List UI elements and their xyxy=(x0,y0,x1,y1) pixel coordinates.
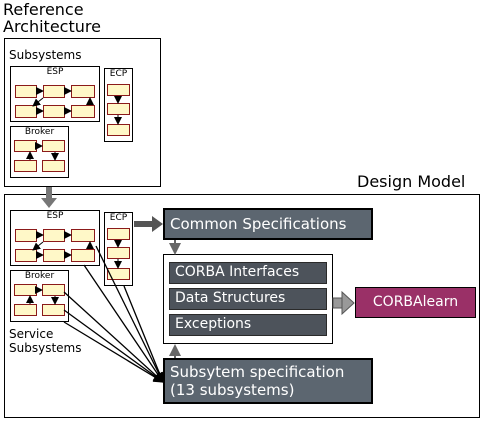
subsys-spec-line-1: Subsytem specification xyxy=(170,363,345,381)
design-ecp-module-1 xyxy=(107,228,130,240)
ref-esp-internal-arrows xyxy=(32,87,94,115)
design-esp-label: ESP xyxy=(46,211,64,221)
design-ecp-label: ECP xyxy=(109,213,128,223)
reference-architecture-title: Reference Architecture xyxy=(3,1,101,35)
service-label-line-2: Subsystems xyxy=(9,341,82,355)
ref-broker-internal-arrows xyxy=(26,142,59,161)
title-line-2: Architecture xyxy=(3,17,101,36)
subsystems-label: Subsystems xyxy=(9,48,82,62)
data-structures-box: Data Structures xyxy=(169,288,327,310)
ref-esp-label: ESP xyxy=(46,67,64,77)
corba-interfaces-box: CORBA Interfaces xyxy=(169,262,327,284)
corbalearn-box: CORBAlearn xyxy=(355,287,476,318)
to-subsystem-spec-arrows xyxy=(63,245,165,384)
title-line-1: Reference xyxy=(3,0,84,19)
design-broker-label: Broker xyxy=(24,271,55,281)
exceptions-box: Exceptions xyxy=(169,314,327,336)
to-corbalearn-arrow xyxy=(332,290,355,316)
design-model-title: Design Model xyxy=(357,172,466,191)
service-subsystems-label: Service Subsystems xyxy=(9,327,81,355)
ref-to-design-arrow xyxy=(41,187,57,208)
service-label-line-1: Service xyxy=(9,327,54,341)
subsys-spec-line-2: (13 subsystems) xyxy=(170,381,295,399)
ref-broker-module-3 xyxy=(14,160,37,172)
design-broker-module-3 xyxy=(14,304,37,316)
ref-ecp-label: ECP xyxy=(109,69,128,79)
ref-broker-label: Broker xyxy=(24,127,55,137)
design-esp-internal-arrows xyxy=(32,231,94,259)
common-specifications-box: Common Specifications xyxy=(163,208,373,240)
ref-ecp-module-1 xyxy=(107,84,130,96)
subsystem-specification-box: Subsytem specification (13 subsystems) xyxy=(163,358,373,404)
design-broker-internal-arrows xyxy=(26,286,59,305)
to-common-spec-arrow xyxy=(134,216,163,232)
